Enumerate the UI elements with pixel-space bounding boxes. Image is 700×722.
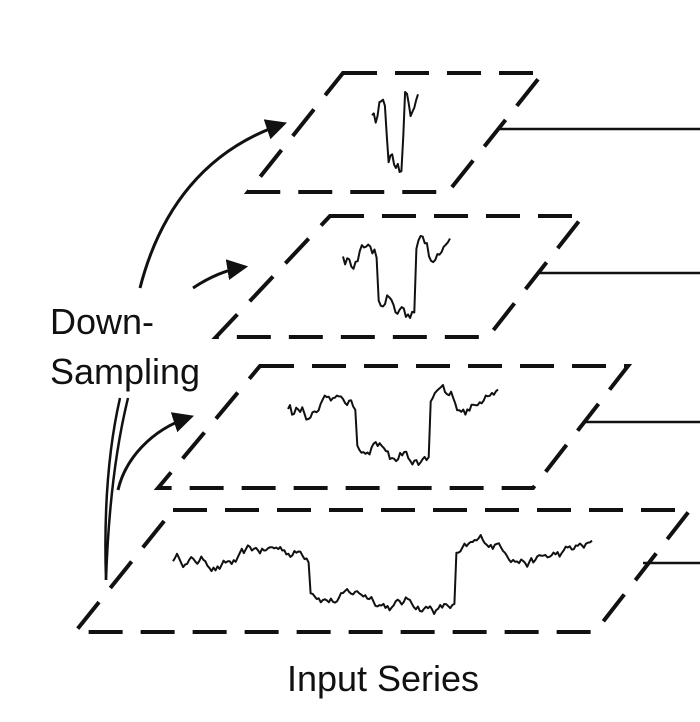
layer-4-series — [172, 534, 593, 615]
layer-plane-2 — [211, 214, 588, 339]
input-series-label: Input Series — [287, 658, 479, 699]
layer-plane-1 — [243, 71, 548, 194]
downsampling-label-line1: Down- — [50, 301, 154, 342]
layer-2-series — [342, 235, 451, 319]
layer-series-group — [172, 91, 593, 615]
layer-plane-4 — [70, 508, 695, 634]
downsampling-label-line2: Sampling — [50, 351, 200, 392]
layer-planes — [70, 71, 695, 634]
output-connectors — [500, 127, 700, 565]
downsampling-stem-1 — [104, 397, 122, 581]
layer-3-series — [287, 384, 499, 466]
downsampling-arrow-to-layer-2 — [192, 259, 249, 290]
layer-1-series — [371, 91, 419, 173]
downsampling-stem-2 — [104, 397, 130, 581]
downsampling-arrow-to-layer-1 — [138, 119, 287, 289]
downsampling-arrow-to-layer-3 — [116, 412, 194, 491]
downsampling-arrows — [104, 119, 287, 581]
layer-plane-3 — [153, 364, 633, 490]
